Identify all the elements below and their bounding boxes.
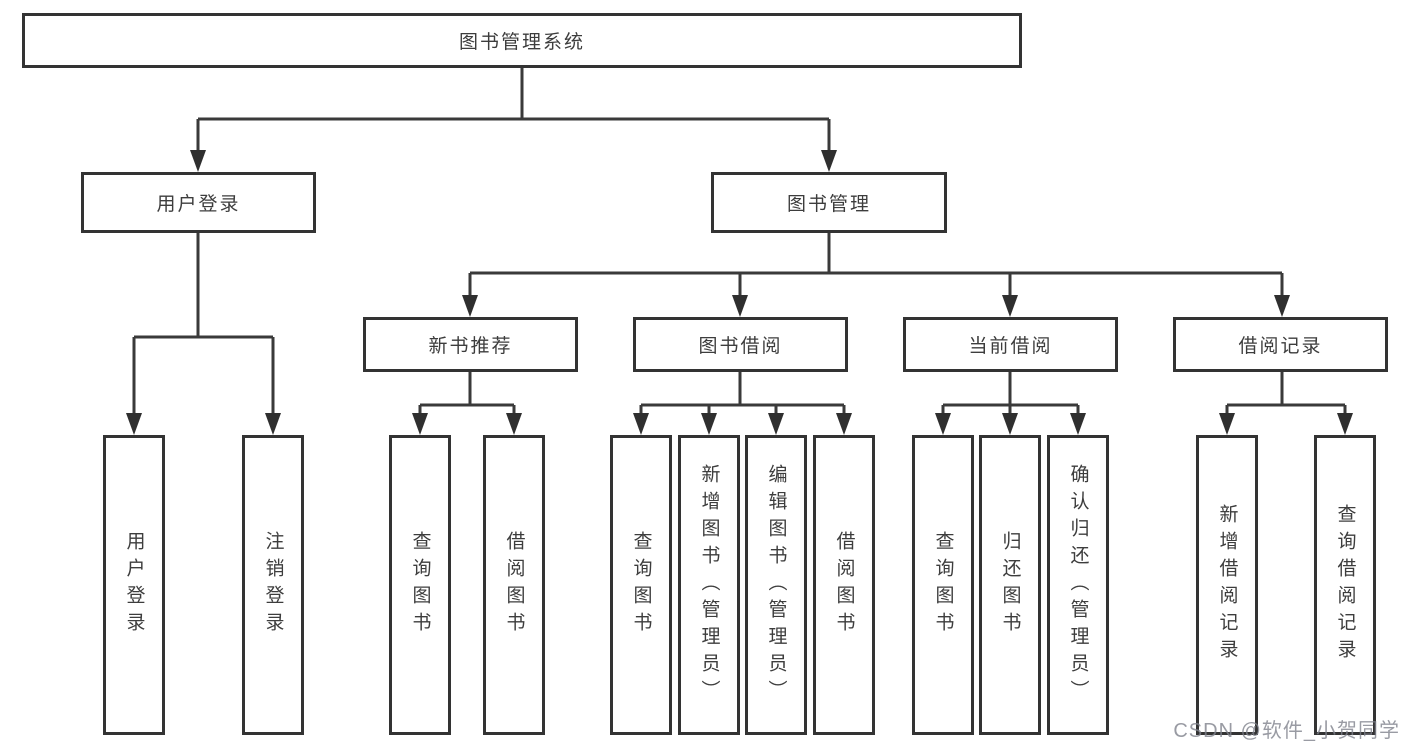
leaf-query-books: 查询图书 <box>610 435 672 735</box>
node-book-borrow: 图书借阅 <box>633 317 848 372</box>
leaf-add-borrow-record: 新增借阅记录 <box>1196 435 1258 735</box>
node-user-login: 用户登录 <box>81 172 316 233</box>
leaf-label: 查询图书 <box>409 531 431 639</box>
leaf-label: 编辑图书（管理员） <box>765 463 787 707</box>
leaf-borrow-books: 借阅图书 <box>483 435 545 735</box>
leaf-label: 借阅图书 <box>503 531 525 639</box>
leaf-label: 归还图书 <box>999 531 1021 639</box>
leaf-query-books: 查询图书 <box>912 435 974 735</box>
leaf-borrow-books: 借阅图书 <box>813 435 875 735</box>
leaf-label: 借阅图书 <box>833 531 855 639</box>
node-current-borrow: 当前借阅 <box>903 317 1118 372</box>
leaf-query-borrow-record: 查询借阅记录 <box>1314 435 1376 735</box>
leaf-label: 用户登录 <box>123 531 145 639</box>
leaf-user-login: 用户登录 <box>103 435 165 735</box>
leaf-label: 查询图书 <box>932 531 954 639</box>
leaf-logout: 注销登录 <box>242 435 304 735</box>
leaf-label: 新增图书（管理员） <box>698 463 720 707</box>
leaf-label: 确认归还（管理员） <box>1067 463 1089 707</box>
leaf-query-books: 查询图书 <box>389 435 451 735</box>
leaf-add-books-admin: 新增图书（管理员） <box>678 435 740 735</box>
node-book-management: 图书管理 <box>711 172 947 233</box>
leaf-label: 新增借阅记录 <box>1216 504 1238 666</box>
node-new-book-recommend: 新书推荐 <box>363 317 578 372</box>
node-library-management-system: 图书管理系统 <box>22 13 1022 68</box>
leaf-edit-books-admin: 编辑图书（管理员） <box>745 435 807 735</box>
leaf-return-books: 归还图书 <box>979 435 1041 735</box>
csdn-watermark: CSDN @软件_小贺同学 <box>1173 720 1400 742</box>
node-borrow-record: 借阅记录 <box>1173 317 1388 372</box>
leaf-label: 注销登录 <box>262 531 284 639</box>
leaf-confirm-return-admin: 确认归还（管理员） <box>1047 435 1109 735</box>
leaf-label: 查询图书 <box>630 531 652 639</box>
leaf-label: 查询借阅记录 <box>1334 504 1356 666</box>
